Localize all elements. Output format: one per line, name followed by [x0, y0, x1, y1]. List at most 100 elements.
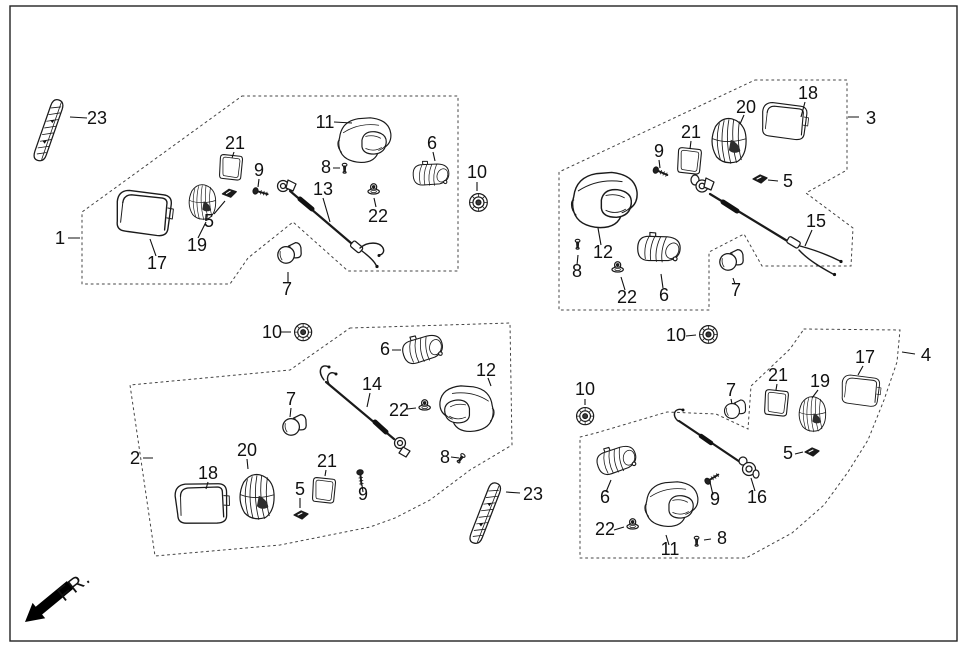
callout-18: 18	[198, 463, 218, 483]
callout-16: 16	[747, 487, 767, 507]
callout-13: 13	[313, 179, 333, 199]
nut-22-drawing	[626, 518, 639, 530]
callout-20: 20	[736, 97, 756, 117]
callout-5: 5	[783, 443, 793, 463]
screw-9-drawing	[702, 470, 721, 487]
housing-20-drawing	[711, 117, 747, 165]
socket-6-drawing	[595, 444, 639, 477]
group2-boundary	[129, 322, 513, 557]
group4-boundary	[579, 328, 901, 559]
clip-5-drawing	[293, 510, 309, 520]
lens-17-drawing	[841, 374, 882, 407]
callout-5: 5	[204, 211, 214, 231]
socket-6-drawing	[634, 228, 684, 269]
callout-6: 6	[600, 487, 610, 507]
callout-15: 15	[806, 211, 826, 231]
callout-10: 10	[666, 325, 686, 345]
callout-6: 6	[659, 285, 669, 305]
grommet-10-drawing	[575, 406, 595, 426]
harness-16-drawing	[673, 408, 760, 479]
callout-9: 9	[710, 489, 720, 509]
callout-9: 9	[254, 160, 264, 180]
grommet-10-drawing	[293, 322, 313, 342]
callout-17: 17	[147, 253, 167, 273]
callout-23: 23	[523, 484, 543, 504]
harness-15-drawing	[690, 174, 843, 277]
callout-5: 5	[783, 171, 793, 191]
bulb-7-drawing	[280, 413, 310, 438]
group2-label: 2	[130, 447, 140, 468]
callout-20: 20	[237, 440, 257, 460]
callout-12: 12	[593, 242, 613, 262]
group1-label: 1	[55, 227, 65, 248]
leader-lines-group1	[68, 116, 478, 282]
bulb-7-drawing	[722, 398, 749, 421]
callout-7: 7	[286, 389, 296, 409]
harness-13-drawing	[276, 179, 385, 269]
clip-5-drawing	[804, 447, 820, 457]
stay-23-drawing	[31, 97, 66, 164]
screw-9-drawing	[251, 186, 270, 198]
callout-21: 21	[317, 451, 337, 471]
screw-9-drawing	[355, 468, 367, 487]
callout-8: 8	[572, 261, 582, 281]
bulb-7-drawing	[717, 248, 747, 273]
callout-7: 7	[282, 279, 292, 299]
leader-lines-group4	[584, 351, 916, 546]
socket-6-drawing	[401, 333, 445, 365]
bulb-7-drawing	[275, 241, 305, 266]
grommet-10-drawing	[469, 193, 488, 212]
callout-22: 22	[389, 400, 409, 420]
screw-8-drawing	[341, 162, 348, 174]
callout-8: 8	[321, 157, 331, 177]
callout-22: 22	[617, 287, 637, 307]
front-label: FR.	[54, 567, 95, 606]
nut-22-drawing	[418, 399, 431, 411]
gasket-21-drawing	[764, 389, 789, 417]
gasket-21-drawing	[677, 147, 702, 175]
group1-boundary	[81, 95, 459, 285]
page-border	[9, 5, 958, 642]
screw-8-drawing	[574, 238, 581, 250]
callout-10: 10	[467, 162, 487, 182]
group-3: 20 18 21 9 5 15 12 8 22 6 7 10 3	[570, 83, 876, 345]
callout-23: 23	[87, 108, 107, 128]
group-2: 10 6 14 22 12 7 18 20 21 5 9 8 23 2	[130, 322, 543, 547]
callout-5: 5	[295, 479, 305, 499]
lens-18-drawing	[762, 102, 810, 141]
callout-22: 22	[368, 206, 388, 226]
grommet-10-drawing	[699, 325, 718, 344]
callout-21: 21	[681, 122, 701, 142]
lens-17-drawing	[116, 189, 175, 237]
group-4: 10 21 19 17 7 5 16 9 6 22 11 8 4	[575, 344, 931, 559]
group3-boundary	[558, 79, 854, 311]
callout-14: 14	[362, 374, 382, 394]
screw-9-drawing	[651, 165, 670, 179]
callout-17: 17	[855, 347, 875, 367]
gasket-21-drawing	[219, 154, 244, 181]
lens-18-drawing	[172, 477, 234, 530]
callout-22: 22	[595, 519, 615, 539]
front-arrow-icon	[25, 581, 74, 622]
callout-21: 21	[225, 133, 245, 153]
body-11-drawing	[337, 117, 392, 164]
callout-19: 19	[187, 235, 207, 255]
callout-9: 9	[358, 484, 368, 504]
stay-23-drawing	[467, 480, 503, 547]
callout-8: 8	[440, 447, 450, 467]
body-11-drawing	[644, 481, 699, 528]
callout-19: 19	[810, 371, 830, 391]
gasket-21-drawing	[312, 477, 337, 504]
callout-9: 9	[654, 141, 664, 161]
group-1: 23 21 9 5 19 17 11 8 13 22 6 10 7 1	[31, 97, 488, 299]
socket-6-drawing	[410, 158, 452, 190]
screw-8-drawing	[693, 535, 700, 547]
clip-5-drawing	[221, 188, 238, 199]
group4-label: 4	[921, 344, 931, 365]
callout-11: 11	[316, 112, 335, 132]
leader-lines-group2	[143, 331, 521, 508]
housing-19-drawing	[798, 396, 827, 433]
callout-7: 7	[726, 380, 736, 400]
